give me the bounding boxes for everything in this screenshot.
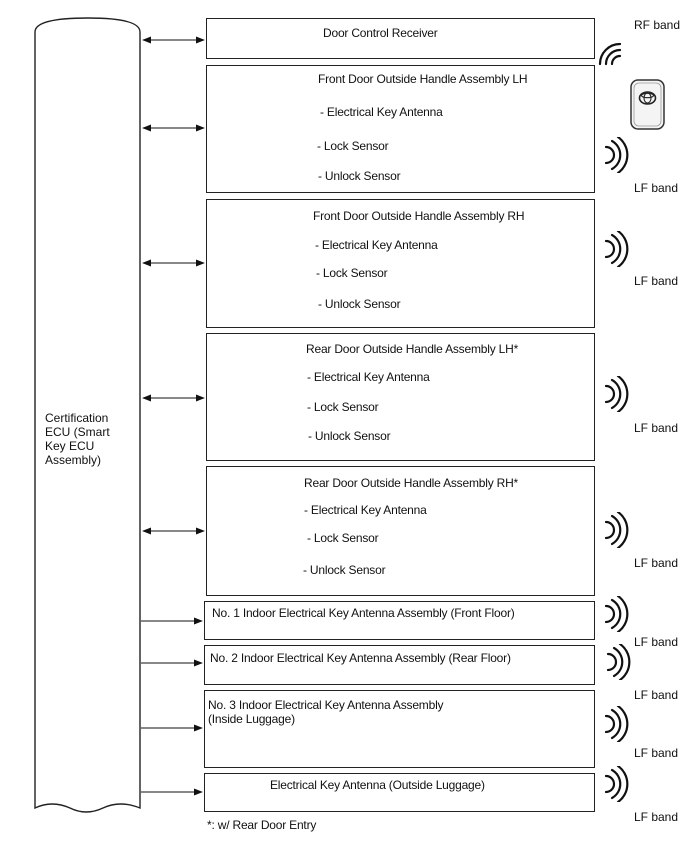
lf-wave-icon <box>604 766 629 802</box>
block-title: Rear Door Outside Handle Assembly LH* <box>306 342 519 356</box>
block-title: Front Door Outside Handle Assembly LH <box>318 72 528 86</box>
rear-door-lh-box <box>206 333 595 461</box>
lf-wave-icon <box>604 231 629 267</box>
indoor-antenna-2-box <box>204 645 595 685</box>
ecu-label: Certification ECU (Smart Key ECU Assembl… <box>45 411 110 467</box>
footnote: *: w/ Rear Door Entry <box>207 818 317 832</box>
ecu-body-shape <box>34 17 141 813</box>
ecu-label-line: Key ECU <box>45 439 95 453</box>
lf-wave-icon <box>606 644 631 680</box>
ecu-label-line: Assembly) <box>45 453 102 467</box>
lf-wave-icon <box>604 376 629 412</box>
block-item: - Electrical Key Antenna <box>304 503 427 517</box>
indoor-antenna-3-box <box>204 690 595 768</box>
block-title: No. 3 Indoor Electrical Key Antenna Asse… <box>208 698 444 712</box>
lf-band-label: LF band <box>634 746 679 760</box>
block-item: - Unlock Sensor <box>318 169 401 183</box>
block-item: - Electrical Key Antenna <box>315 238 438 252</box>
block-title: Electrical Key Antenna (Outside Luggage) <box>270 778 485 792</box>
block-item: - Lock Sensor <box>316 266 388 280</box>
block-title: No. 1 Indoor Electrical Key Antenna Asse… <box>212 606 515 620</box>
smart-key-icon <box>630 79 665 130</box>
block-title: Rear Door Outside Handle Assembly RH* <box>304 476 519 490</box>
rear-door-rh-box <box>206 466 595 596</box>
door-control-receiver-box <box>206 18 595 59</box>
block-item: - Unlock Sensor <box>318 297 401 311</box>
block-item: - Lock Sensor <box>317 139 389 153</box>
lf-band-label: LF band <box>634 556 679 570</box>
lf-band-label: LF band <box>634 635 679 649</box>
lf-band-label: LF band <box>634 810 679 824</box>
outside-luggage-antenna-box <box>204 773 595 812</box>
indoor-antenna-1-box <box>204 601 595 640</box>
lf-band-label: LF band <box>634 181 679 195</box>
lf-wave-icon <box>604 596 629 632</box>
block-title: No. 2 Indoor Electrical Key Antenna Asse… <box>210 651 511 665</box>
lf-band-label: LF band <box>634 688 679 702</box>
block-item: - Electrical Key Antenna <box>307 370 430 384</box>
lf-wave-icon <box>604 706 629 742</box>
block-item: - Electrical Key Antenna <box>320 105 443 119</box>
block-item: - Unlock Sensor <box>303 563 386 577</box>
rf-band-label: RF band <box>634 18 681 32</box>
front-door-rh-box <box>206 199 595 328</box>
block-title-line2: (Inside Luggage) <box>208 712 295 726</box>
rf-wave-icon <box>598 42 622 66</box>
ecu-label-line: Certification <box>45 411 109 425</box>
front-door-lh-box <box>206 65 595 193</box>
block-item: - Unlock Sensor <box>308 429 391 443</box>
block-item: - Lock Sensor <box>307 400 379 414</box>
ecu-label-line: ECU (Smart <box>45 425 110 439</box>
lf-band-label: LF band <box>634 274 679 288</box>
lf-wave-icon <box>604 137 629 173</box>
block-title: Door Control Receiver <box>323 26 438 40</box>
block-title: Front Door Outside Handle Assembly RH <box>313 209 525 223</box>
lf-band-label: LF band <box>634 421 679 435</box>
lf-wave-icon <box>604 512 629 548</box>
block-item: - Lock Sensor <box>307 531 379 545</box>
